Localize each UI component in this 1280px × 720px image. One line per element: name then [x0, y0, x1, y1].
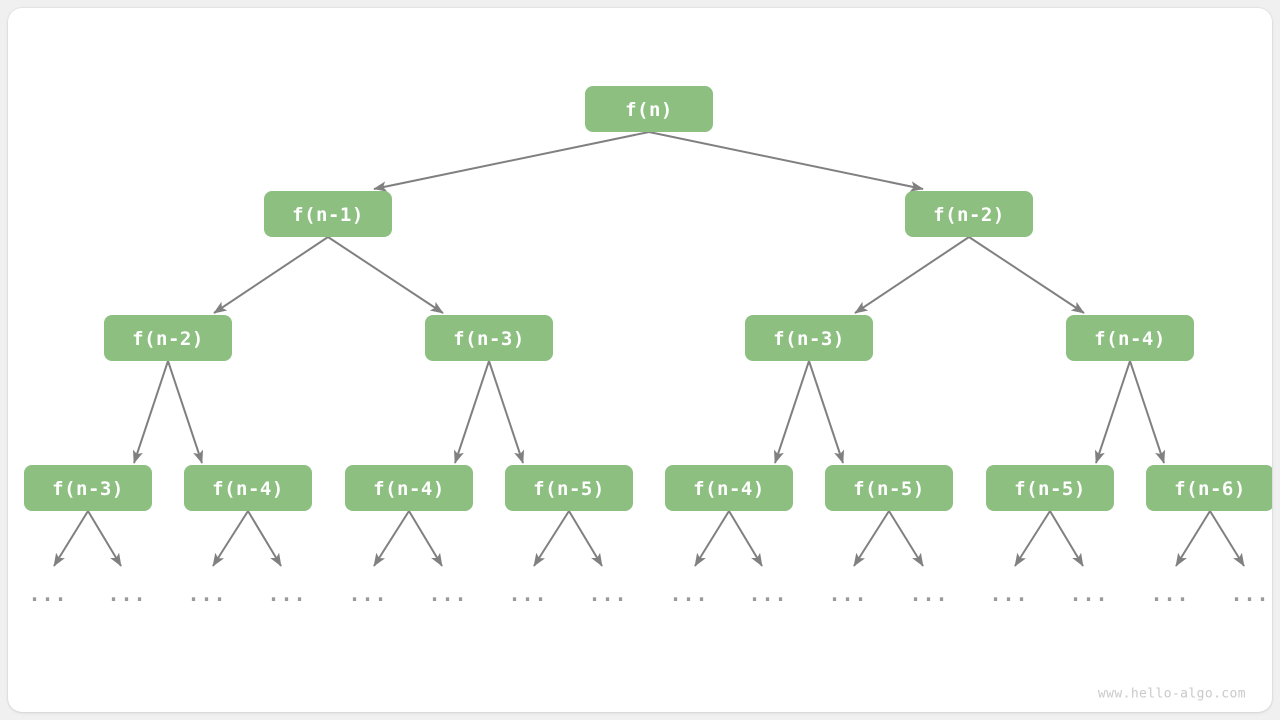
- ellipsis-marker: ...: [348, 582, 387, 606]
- tree-node[interactable]: f(n-4): [184, 465, 312, 511]
- tree-node[interactable]: f(n-2): [905, 191, 1033, 237]
- tree-node[interactable]: f(n-5): [986, 465, 1114, 511]
- tree-node-label: f(n-5): [1014, 478, 1086, 500]
- tree-edge: [808, 360, 845, 464]
- tree-edge-leaf: [373, 510, 410, 567]
- tree-edge: [773, 360, 810, 464]
- tree-edge-leaf: [728, 510, 763, 567]
- tree-edge: [327, 236, 444, 314]
- tree-node-box: [825, 465, 953, 511]
- tree-node-label: f(n-5): [533, 478, 605, 500]
- tree-edge: [373, 131, 650, 192]
- tree-node[interactable]: f(n-3): [745, 315, 873, 361]
- ellipsis-marker: ...: [1230, 582, 1269, 606]
- tree-edge-leaf: [247, 510, 282, 567]
- tree-node[interactable]: f(n-5): [825, 465, 953, 511]
- tree-node-box: [986, 465, 1114, 511]
- tree-edge-leaf: [853, 510, 890, 567]
- tree-node-label: f(n-1): [292, 204, 364, 226]
- tree-node-box: [425, 315, 553, 361]
- tree-node-box: [345, 465, 473, 511]
- tree-edge: [488, 360, 525, 464]
- tree-node-label: f(n-2): [132, 328, 204, 350]
- tree-node[interactable]: f(n-2): [104, 315, 232, 361]
- tree-node-label: f(n-5): [853, 478, 925, 500]
- watermark: www.hello-algo.com: [1098, 687, 1246, 702]
- tree-edge-leaf: [408, 510, 443, 567]
- ellipsis-marker: ...: [989, 582, 1028, 606]
- ellipsis-marker: ...: [588, 582, 627, 606]
- edges-layer: [53, 131, 1245, 567]
- tree-node-box: [585, 86, 713, 132]
- tree-node-label: f(n-6): [1174, 478, 1246, 500]
- ellipsis-marker: ...: [267, 582, 306, 606]
- tree-edge: [854, 236, 970, 314]
- tree-node-label: f(n-3): [453, 328, 525, 350]
- tree-edge-leaf: [568, 510, 603, 567]
- tree-node-box: [905, 191, 1033, 237]
- ellipsis-marker: ...: [669, 582, 708, 606]
- tree-node-box: [745, 315, 873, 361]
- tree-node[interactable]: f(n-3): [425, 315, 553, 361]
- tree-node-label: f(n-2): [933, 204, 1005, 226]
- diagram-card: f(n) f(n-1) f(n-2) f(n-2) f(n-3) f(n-3) f(n-4)…: [8, 8, 1272, 712]
- tree-node-label: f(n-4): [693, 478, 765, 500]
- tree-edge-leaf: [212, 510, 249, 567]
- tree-edge-leaf: [1209, 510, 1245, 567]
- tree-edge-leaf: [53, 510, 89, 567]
- tree-node-label: f(n-3): [773, 328, 845, 350]
- tree-edge-leaf: [1049, 510, 1084, 567]
- ellipsis-marker: ...: [828, 582, 867, 606]
- tree-edge: [167, 360, 204, 464]
- tree-node-label: f(n-3): [52, 478, 124, 500]
- ellipsis-marker: ...: [187, 582, 226, 606]
- tree-node[interactable]: f(n-6): [1146, 465, 1272, 511]
- recursion-tree-figure: f(n) f(n-1) f(n-2) f(n-2) f(n-3) f(n-3) f(n-4)…: [24, 86, 1272, 702]
- tree-node-box: [1146, 465, 1272, 511]
- tree-edge: [1129, 360, 1166, 464]
- tree-node[interactable]: f(n-4): [665, 465, 793, 511]
- tree-node-label: f(n): [625, 99, 673, 121]
- tree-node-box: [505, 465, 633, 511]
- tree-node[interactable]: f(n-4): [1066, 315, 1194, 361]
- tree-node-label: f(n-4): [373, 478, 445, 500]
- ellipsis-layer: ........................................…: [28, 582, 1269, 606]
- tree-node[interactable]: f(n-4): [345, 465, 473, 511]
- ellipsis-marker: ...: [1150, 582, 1189, 606]
- ellipsis-marker: ...: [909, 582, 948, 606]
- tree-edge-leaf: [888, 510, 924, 567]
- tree-edge: [648, 131, 924, 192]
- tree-node[interactable]: f(n-1): [264, 191, 392, 237]
- tree-edge-leaf: [1175, 510, 1211, 567]
- tree-node-box: [264, 191, 392, 237]
- tree-node-box: [104, 315, 232, 361]
- ellipsis-marker: ...: [1069, 582, 1108, 606]
- tree-edge-leaf: [533, 510, 570, 567]
- tree-node[interactable]: f(n-3): [24, 465, 152, 511]
- tree-edge-leaf: [1014, 510, 1051, 567]
- tree-node-box: [665, 465, 793, 511]
- tree-edge: [968, 236, 1085, 314]
- nodes-layer: f(n) f(n-1) f(n-2) f(n-2) f(n-3) f(n-3) f(n-4)…: [24, 86, 1272, 511]
- ellipsis-marker: ...: [748, 582, 787, 606]
- tree-node-box: [184, 465, 312, 511]
- tree-node-label: f(n-4): [1094, 328, 1166, 350]
- tree-edge: [132, 360, 169, 464]
- tree-edge-leaf: [87, 510, 122, 567]
- tree-edge: [213, 236, 329, 314]
- tree-node-box: [1066, 315, 1194, 361]
- tree-edge: [453, 360, 490, 464]
- tree-node[interactable]: f(n): [585, 86, 713, 132]
- ellipsis-marker: ...: [107, 582, 146, 606]
- ellipsis-marker: ...: [428, 582, 467, 606]
- tree-node-label: f(n-4): [212, 478, 284, 500]
- ellipsis-marker: ...: [28, 582, 67, 606]
- tree-node-box: [24, 465, 152, 511]
- tree-node[interactable]: f(n-5): [505, 465, 633, 511]
- tree-edge: [1094, 360, 1131, 464]
- ellipsis-marker: ...: [508, 582, 547, 606]
- tree-edge-leaf: [694, 510, 730, 567]
